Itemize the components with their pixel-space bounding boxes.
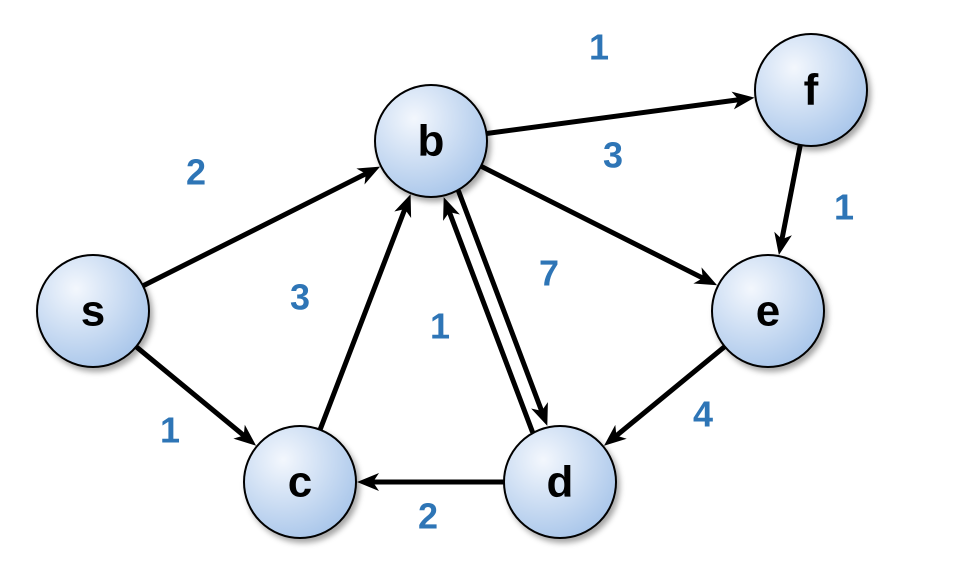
- edge-s-c: [134, 344, 257, 446]
- node-circle: [36, 254, 150, 368]
- edge-b-e: [479, 164, 718, 286]
- node-circle: [711, 254, 825, 368]
- node-label: s: [81, 287, 105, 336]
- node-label: f: [804, 66, 819, 115]
- weight-label-s-c: 1: [160, 410, 180, 451]
- node-b: b: [374, 84, 488, 198]
- edge-d-b: [443, 197, 535, 434]
- node-label: b: [418, 117, 445, 166]
- node-circle: [754, 33, 868, 147]
- node-label: c: [288, 458, 312, 507]
- node-e: e: [711, 254, 825, 368]
- edge-line: [456, 189, 544, 412]
- node-label: d: [547, 458, 574, 507]
- node-d: d: [503, 425, 617, 539]
- weight-label-d-b: 1: [430, 306, 450, 347]
- node-s: s: [36, 254, 150, 368]
- arrowhead-icon: [774, 231, 792, 255]
- weight-label-b-d: 7: [539, 253, 559, 294]
- edge-line: [317, 208, 407, 432]
- edge-line: [779, 143, 803, 240]
- node-f: f: [754, 33, 868, 147]
- edge-c-b: [317, 194, 412, 432]
- edge-f-e: [774, 143, 803, 255]
- weight-label-s-b: 2: [186, 152, 206, 193]
- weight-label-e-d: 4: [693, 394, 713, 435]
- edge-b-d: [456, 189, 548, 426]
- arrowhead-icon: [731, 91, 755, 110]
- weight-label-d-c: 2: [418, 496, 438, 537]
- node-circle: [243, 425, 357, 539]
- edge-d-c: [357, 473, 506, 491]
- arrowhead-icon: [394, 194, 412, 218]
- edge-line: [485, 97, 740, 136]
- arrowhead-icon: [233, 424, 257, 446]
- node-circle: [374, 84, 488, 198]
- node-label: e: [756, 287, 780, 336]
- arrowhead-icon: [604, 424, 627, 446]
- edge-e-d: [604, 344, 727, 446]
- node-circle: [503, 425, 617, 539]
- edge-line: [447, 211, 535, 434]
- edge-line: [134, 344, 245, 437]
- edge-s-b: [141, 166, 381, 288]
- arrowhead-icon: [531, 402, 548, 426]
- edge-b-f: [485, 91, 755, 136]
- edge-line: [141, 172, 367, 288]
- weight-label-c-b: 3: [290, 277, 310, 318]
- arrowhead-icon: [443, 197, 460, 221]
- arrowhead-icon: [693, 267, 718, 286]
- weight-label-f-e: 1: [834, 187, 854, 228]
- weight-label-b-e: 3: [603, 135, 623, 176]
- arrowhead-icon: [356, 166, 381, 185]
- edge-line: [615, 344, 727, 437]
- weight-label-b-f: 1: [589, 27, 609, 68]
- node-c: c: [243, 425, 357, 539]
- arrowhead-icon: [357, 473, 379, 491]
- edge-line: [479, 164, 704, 280]
